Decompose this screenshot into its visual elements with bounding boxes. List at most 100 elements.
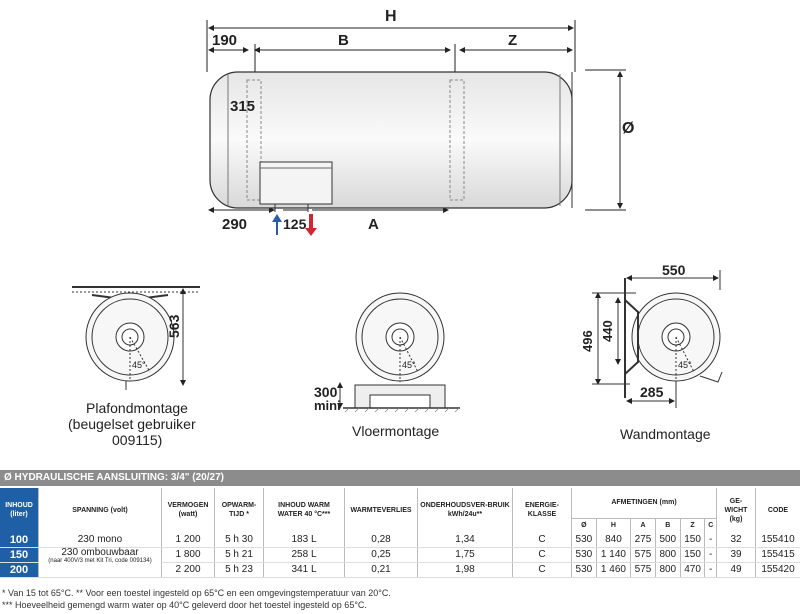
header-onderhoud: ONDERHOUDSVER-BRUIK kWh/24u** [417, 488, 513, 533]
cell-b: 500 [654, 532, 681, 548]
cell-spanning-main: 230 ombouwbaar [61, 546, 139, 558]
header-code: CODE [755, 488, 800, 533]
cell-c: - [704, 547, 717, 563]
cell-klasse: C [512, 532, 572, 548]
inlet-arrow [272, 214, 282, 235]
technical-drawing [72, 20, 723, 413]
cell-h: 1 460 [595, 562, 631, 578]
label-h: H [385, 8, 397, 25]
cell-warm: 258 L [263, 547, 345, 563]
header-vermogen: VERMOGEN (watt) [161, 488, 215, 533]
header-inhoud: INHOUD (liter) [0, 488, 39, 533]
cell-inhoud: 200 [0, 562, 39, 578]
caption-wand: Wandmontage [620, 426, 711, 442]
cell-c: - [704, 532, 717, 548]
cell-z: 150 [679, 532, 705, 548]
cell-inhoud: 100 [0, 532, 39, 548]
caption-vloer: Vloermontage [352, 423, 440, 439]
label-315: 315 [230, 98, 256, 115]
dim-header-c: C [704, 517, 717, 533]
dim-header-z: Z [679, 517, 705, 533]
table-row: 100 230 mono 1 200 5 h 30 183 L 0,28 1,3… [0, 532, 800, 548]
caption-plafond-1: Plafondmontage [86, 400, 188, 416]
spec-table: INHOUD (liter) SPANNING (volt) VERMOGEN … [0, 488, 800, 578]
label-45-plafond: 45° [132, 360, 146, 370]
cell-opwarmtijd: 5 h 23 [214, 562, 264, 578]
cell-gewicht: 49 [716, 562, 756, 578]
cell-vermogen: 1 800 [161, 547, 215, 563]
cell-z: 150 [679, 547, 705, 563]
cell-a: 275 [630, 532, 656, 548]
cell-d: 530 [571, 562, 597, 578]
cell-code: 155410 [755, 532, 800, 548]
cell-d: 530 [571, 547, 597, 563]
label-45-wand: 45° [678, 360, 692, 370]
caption-plafond-2: (beugelset gebruiker [68, 416, 196, 432]
footnote-1: * Van 15 tot 65°C. ** Voor een toestel i… [2, 588, 391, 598]
header-opwarmtijd: OPWARM-TIJD * [214, 488, 264, 533]
wand-view [592, 270, 723, 408]
footnote-2: *** Hoeveelheid gemengd warm water op 40… [2, 600, 367, 610]
caption-plafond-3: 009115) [112, 432, 163, 448]
header-afmetingen: AFMETINGEN (mm) [571, 488, 717, 518]
dim-header-h: H [595, 517, 631, 533]
dim-header-diameter: Ø [571, 517, 597, 533]
top-dimension-lines [206, 20, 626, 213]
cell-spanning: 230 mono [38, 532, 162, 548]
label-125: 125 [283, 216, 307, 232]
label-563: 563 [166, 314, 182, 338]
label-290: 290 [222, 216, 248, 233]
header-inhoud-warm: INHOUD WARM WATER 40 °C*** [263, 488, 345, 533]
label-285: 285 [640, 384, 664, 400]
cell-verlies: 0,25 [344, 547, 418, 563]
label-diameter: Ø [622, 120, 635, 137]
header-gewicht: GE-WICHT (kg) [716, 488, 756, 533]
cell-verlies: 0,21 [344, 562, 418, 578]
table-row: 150 230 ombouwbaar (naar 400V/3 met Kit … [0, 547, 800, 578]
label-440: 440 [600, 320, 615, 342]
table-title: Ø HYDRAULISCHE AANSLUITING: 3/4" (20/27) [0, 470, 800, 486]
cell-a: 575 [630, 547, 656, 563]
vloer-view [337, 292, 460, 413]
cell-verlies: 0,28 [344, 532, 418, 548]
cell-vermogen: 2 200 [161, 562, 215, 578]
label-300: 300 [314, 384, 338, 400]
cell-inhoud: 150 [0, 547, 39, 563]
label-a: A [368, 216, 379, 233]
label-550: 550 [662, 262, 686, 278]
cell-spanning: 230 ombouwbaar (naar 400V/3 met Kit Tri,… [38, 546, 162, 578]
dim-header-a: A [630, 517, 656, 533]
cell-z: 470 [679, 562, 705, 578]
header-energieklasse: ENERGIE-KLASSE [512, 488, 572, 533]
cell-opwarmtijd: 5 h 30 [214, 532, 264, 548]
cell-onderhoud: 1,34 [417, 532, 513, 548]
cell-warm: 341 L [263, 562, 345, 578]
cell-b: 800 [654, 562, 681, 578]
outlet-arrow [305, 214, 317, 236]
dim-header-b: B [654, 517, 681, 533]
cell-gewicht: 32 [716, 532, 756, 548]
cell-klasse: C [512, 562, 572, 578]
cell-d: 530 [571, 532, 597, 548]
cell-a: 575 [630, 562, 656, 578]
cell-h: 840 [595, 532, 631, 548]
table-row: 200 2 200 5 h 23 341 L 0,21 1,98 C 530 1… [0, 562, 800, 578]
cell-code: 155415 [755, 547, 800, 563]
label-190: 190 [212, 32, 238, 49]
cell-spanning-note: (naar 400V/3 met Kit Tri, code 009134) [48, 557, 152, 564]
tank-side-view [209, 71, 573, 212]
header-spanning: SPANNING (volt) [38, 488, 162, 533]
cell-vermogen: 1 200 [161, 532, 215, 548]
cell-code: 155420 [755, 562, 800, 578]
label-z: Z [508, 32, 518, 49]
cell-klasse: C [512, 547, 572, 563]
header-warmteverlies: WARMTEVERLIES [344, 488, 418, 533]
cell-opwarmtijd: 5 h 21 [214, 547, 264, 563]
label-mini: mini [314, 398, 341, 413]
cell-onderhoud: 1,98 [417, 562, 513, 578]
cell-warm: 183 L [263, 532, 345, 548]
label-496: 496 [580, 330, 595, 352]
cell-onderhoud: 1,75 [417, 547, 513, 563]
cell-b: 800 [654, 547, 681, 563]
cell-h: 1 140 [595, 547, 631, 563]
